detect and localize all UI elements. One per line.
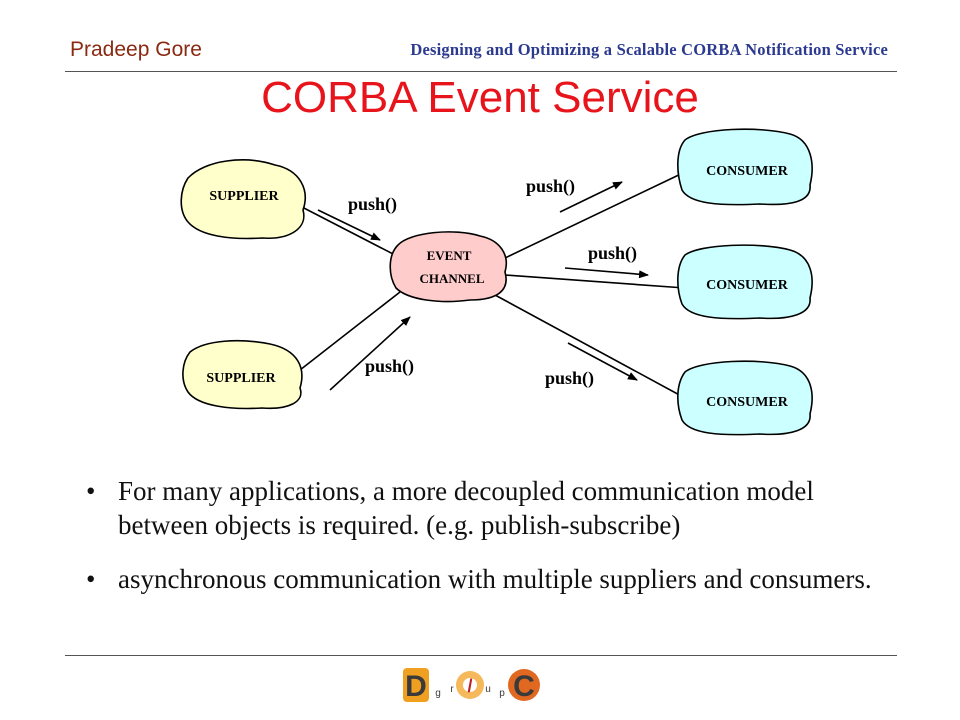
supplier-blob-1 [180, 159, 306, 240]
logo-letter-g: g [435, 688, 441, 699]
push-arrow-1 [317, 209, 381, 241]
bullet-text: For many applications, a more decoupled … [118, 476, 814, 540]
consumer-blob-2 [677, 244, 813, 320]
consumer-node-1: CONSUMER [677, 128, 813, 206]
supplier-label-2: SUPPLIER [206, 371, 276, 386]
push-label-1: push() [348, 194, 397, 215]
line-channel-consumer2 [504, 274, 686, 289]
line-channel-consumer3 [494, 294, 686, 399]
slide-title: CORBA Event Service [261, 73, 699, 122]
push-arrow-2 [329, 316, 411, 391]
logo-o-hole [463, 678, 477, 692]
consumer-blob-1 [677, 128, 813, 206]
logo-letter-r: r [450, 684, 454, 695]
logo-letter-u: u [485, 684, 491, 695]
consumer-label-3: CONSUMER [706, 395, 789, 410]
push-arrow-5 [567, 342, 638, 381]
supplier-node-2: SUPPLIER [182, 339, 303, 410]
bullet-item: • For many applications, a more decouple… [84, 474, 884, 542]
logo-letter-c: C [513, 670, 535, 703]
logo-letter-p: p [499, 688, 505, 699]
push-label-3: push() [526, 176, 575, 197]
consumer-label-1: CONSUMER [706, 164, 789, 179]
bullet-list: • For many applications, a more decouple… [84, 474, 884, 616]
event-channel-node: EVENT CHANNEL [389, 231, 507, 303]
line-supplier2-channel [299, 291, 401, 371]
consumer-blob-3 [677, 360, 813, 436]
event-channel-label-line2: CHANNEL [419, 271, 484, 286]
event-channel-blob [389, 231, 507, 303]
event-channel-label-line1: EVENT [427, 248, 472, 263]
push-label-2: push() [365, 356, 414, 377]
push-label-5: push() [545, 368, 594, 389]
bullet-text: asynchronous communication with multiple… [118, 564, 872, 594]
footer-divider [65, 655, 897, 656]
push-arrows [317, 181, 649, 391]
bullet-marker: • [86, 476, 96, 506]
supplier-blob-2 [182, 339, 303, 410]
connection-lines [299, 171, 686, 399]
push-arrow-4 [564, 267, 649, 279]
logo-c-disc [508, 669, 540, 701]
header-divider [65, 71, 897, 72]
supplier-label-1: SUPPLIER [209, 189, 279, 204]
logo-letter-d: D [405, 670, 427, 703]
bullet-item: • asynchronous communication with multip… [84, 562, 884, 596]
consumer-node-2: CONSUMER [677, 244, 813, 320]
supplier-node-1: SUPPLIER [180, 159, 306, 240]
doc-group-logo: D g r / u p C [403, 668, 540, 703]
line-channel-consumer1 [504, 171, 686, 259]
logo-letter-slash: / [467, 676, 472, 696]
presentation-title: Designing and Optimizing a Scalable CORB… [410, 40, 888, 59]
consumer-label-2: CONSUMER [706, 278, 789, 293]
push-label-4: push() [588, 243, 637, 264]
consumer-node-3: CONSUMER [677, 360, 813, 436]
author-name: Pradeep Gore [70, 38, 202, 61]
bullet-marker: • [86, 564, 96, 594]
logo-d-block [403, 668, 429, 702]
push-arrow-3 [559, 181, 623, 213]
push-labels: push() push() push() push() push() [348, 176, 637, 389]
line-supplier1-channel [299, 205, 396, 256]
